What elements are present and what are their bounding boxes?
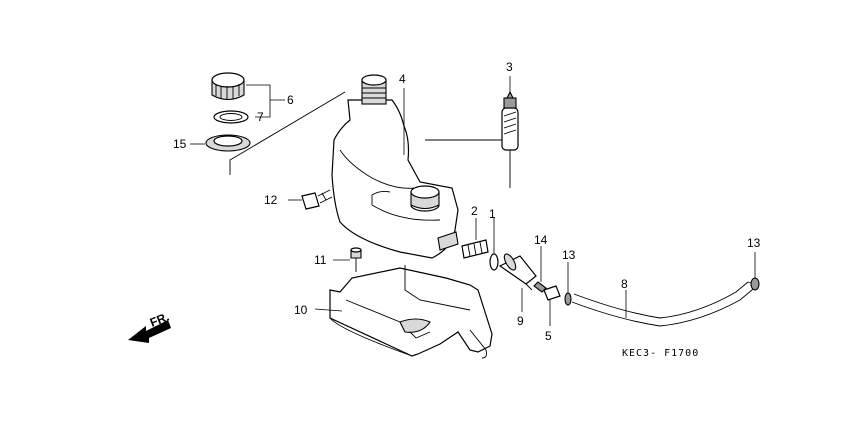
clip-14 bbox=[533, 281, 547, 293]
front-direction-arrow-icon: FR. bbox=[128, 310, 171, 343]
callout-15: 15 bbox=[173, 137, 187, 151]
callout-9: 9 bbox=[517, 314, 524, 328]
callout-10: 10 bbox=[294, 303, 308, 317]
fuel-tank bbox=[331, 74, 459, 259]
callout-8: 8 bbox=[621, 277, 628, 291]
callout-5: 5 bbox=[545, 329, 552, 343]
bolt-12 bbox=[301, 189, 333, 210]
callout-7: 7 bbox=[257, 110, 264, 124]
callout-11: 11 bbox=[314, 253, 327, 267]
direction-label: FR. bbox=[148, 310, 171, 330]
callout-2: 2 bbox=[471, 204, 478, 218]
callout-6: 6 bbox=[287, 93, 294, 107]
callout-13a: 13 bbox=[562, 248, 576, 262]
callout-3: 3 bbox=[506, 60, 513, 74]
callout-14: 14 bbox=[534, 233, 548, 247]
fuel-cap bbox=[211, 72, 245, 101]
clip-13-far bbox=[750, 277, 760, 291]
fuel-tube bbox=[571, 281, 754, 327]
hose-joint bbox=[498, 253, 537, 291]
diagram-code: KEC3- F1700 bbox=[622, 348, 699, 359]
pipe-5 bbox=[543, 285, 561, 301]
callout-4: 4 bbox=[399, 72, 406, 86]
pipe-fitting bbox=[461, 239, 489, 259]
callout-12: 12 bbox=[264, 193, 278, 207]
callout-1: 1 bbox=[489, 207, 496, 221]
o-ring bbox=[489, 253, 499, 271]
cap-seal-ring bbox=[205, 134, 251, 152]
fuel-vent-valve bbox=[501, 90, 519, 151]
tank-tray bbox=[329, 265, 493, 359]
bolt-11 bbox=[350, 247, 362, 272]
clip-13-near bbox=[564, 292, 572, 306]
callout-13b: 13 bbox=[747, 236, 761, 250]
cap-gasket bbox=[213, 110, 249, 124]
